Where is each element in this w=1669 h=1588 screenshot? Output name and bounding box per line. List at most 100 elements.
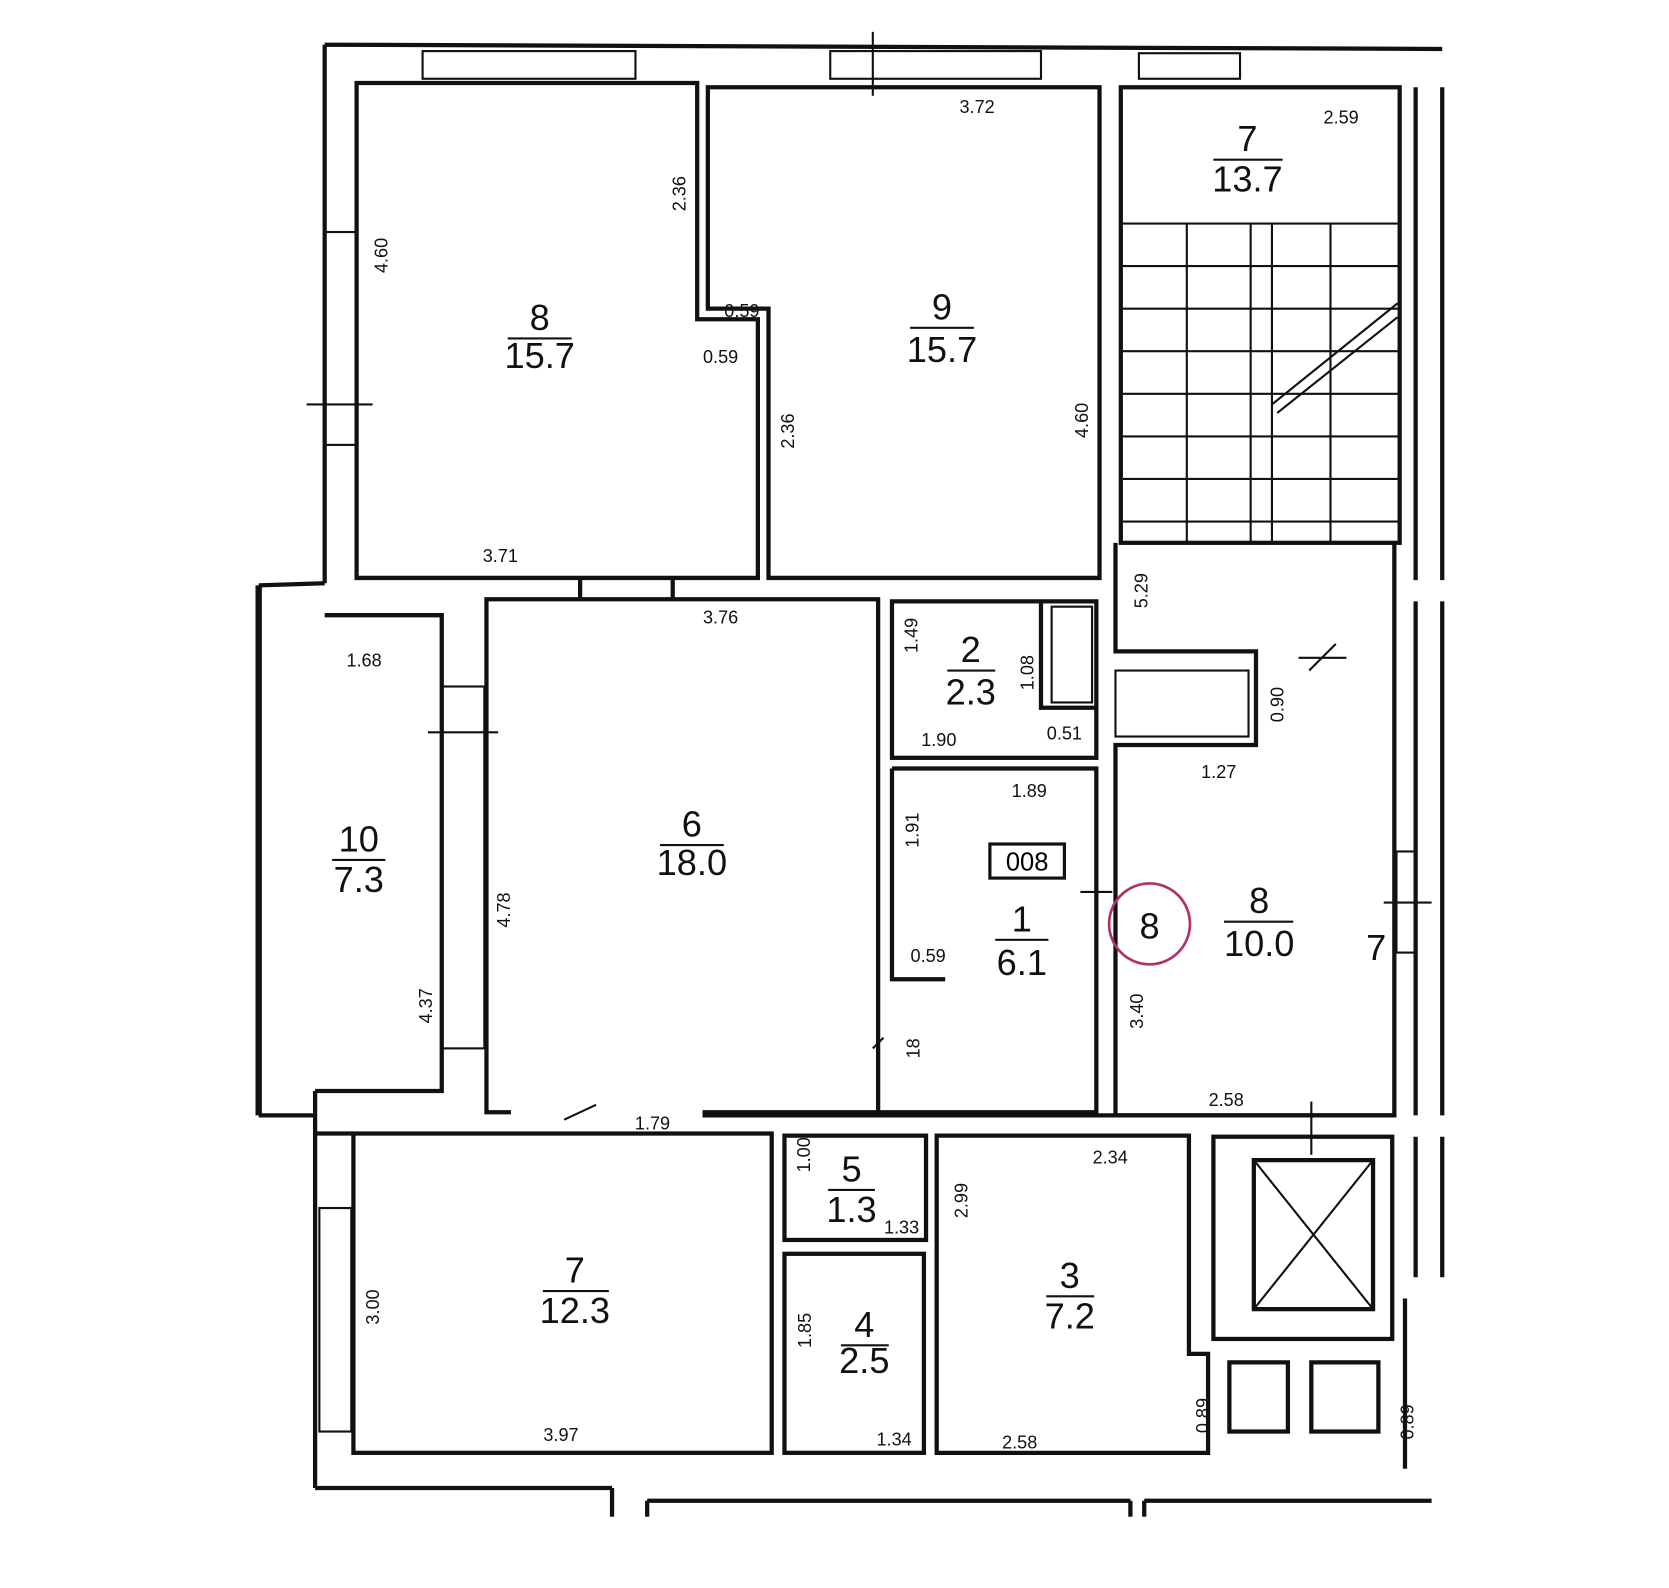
room-text: 7 [1237,118,1257,159]
wall-line [1308,643,1337,672]
room-label: 810.0 [1224,880,1294,964]
room-text: 12.3 [540,1290,610,1331]
wall-line [1114,669,1250,738]
dimension-label: 1.33 [884,1218,919,1238]
room-text: 5 [841,1148,861,1189]
dimension-label: 1.00 [794,1137,814,1172]
wall-line [1122,222,1399,543]
wall-line [484,597,581,1115]
dimension-label: 4.78 [494,892,514,927]
dimension-label: 5.29 [1131,573,1151,608]
dimension-label: 18 [904,1038,924,1058]
room-labels: 815.7 915.7 713.7 22.3 107.3 618.0 16.1 … [332,118,1294,1381]
wall-line [440,685,486,1050]
dimension-label: 3.40 [1127,994,1147,1029]
room-text: 4 [854,1304,874,1345]
dimension-label: 2.36 [778,413,798,448]
dimension-label: 0.59 [911,946,946,966]
dimension-label: 3.76 [703,608,738,628]
dimension-label: 1.79 [635,1113,670,1133]
dimension-label: 1.68 [346,650,381,670]
wall-line [889,599,1099,760]
room-text: 15.7 [504,335,574,376]
dimension-label: 0.59 [724,301,759,321]
room-label: 815.7 [504,297,574,376]
room-text: 3 [1060,1255,1080,1296]
wall-line [351,1131,774,1455]
room-text: 8 [1249,880,1269,921]
dimension-label: 4.60 [371,238,391,273]
unit-code: 008 [1006,849,1049,877]
dimension-label: 3.97 [543,1425,578,1445]
room-text: 6.1 [997,942,1047,983]
wall-line [324,42,1443,52]
room-label: 51.3 [826,1148,876,1229]
wall-line [1276,316,1399,414]
wall-line [829,50,1043,80]
room-label: 42.5 [839,1304,889,1381]
room-text: 13.7 [1212,159,1282,200]
dimension-label: 0.59 [703,347,738,367]
dimension-label: 2.59 [1324,107,1359,127]
wall-line [1038,601,1097,710]
dimension-label: 2.58 [1209,1090,1244,1110]
wall-line [1113,542,1397,1118]
room-text: 2.3 [946,672,996,713]
unit-code-box [988,842,1066,880]
wall-line [354,80,760,581]
wall-line [1211,1134,1395,1342]
dimension-label: 2.34 [1093,1147,1128,1167]
wall-line [421,50,637,80]
room-text: 18.0 [657,842,727,883]
room-label: 37.2 [1045,1255,1095,1336]
room-text: 8 [530,297,550,338]
walls [255,31,1445,1517]
wall-line [1137,52,1242,80]
room-label: 713.7 [1212,118,1282,199]
wall-line [705,85,1102,581]
dimension-label: 3.00 [363,1289,383,1324]
dimension-label: 1.27 [1201,762,1236,782]
wall-line [872,1036,885,1050]
room-label: 712.3 [540,1250,610,1331]
room-label: 618.0 [657,804,727,883]
apartment-marker-circle [1107,882,1192,966]
room-label: 22.3 [946,629,996,713]
wall-line [1253,1159,1374,1310]
wall-line [323,230,358,446]
dimension-label: 3.72 [960,97,995,117]
apartment-marker: 8 [1139,906,1159,947]
dimension-label: 0.90 [1268,687,1288,722]
wall-line [1251,1158,1376,1312]
wall-line [1227,1360,1291,1434]
room-label: 16.1 [995,898,1049,983]
wall-line [563,1103,597,1121]
dimension-label: 2.58 [1002,1433,1037,1453]
room-text: 15.7 [907,329,977,370]
stair-label: 7 [1366,927,1386,968]
wall-line [934,1133,1211,1455]
wall-line [782,1251,927,1455]
room-text: 10 [339,818,379,859]
room-label: 107.3 [332,818,386,900]
room-text: 9 [932,286,952,327]
room-text: 2 [961,629,981,670]
room-text: 7.2 [1045,1295,1095,1336]
dimension-label: 1.91 [903,813,923,848]
dimension-label: 4.37 [416,988,436,1023]
room-text: 10.0 [1224,923,1294,964]
dimension-label: 1.08 [1018,655,1038,690]
room-text: 7 [565,1250,585,1291]
wall-line [782,1133,929,1243]
room-text: 1.3 [826,1189,876,1230]
dimension-label: 0.51 [1047,724,1082,744]
wall-line [889,768,946,982]
room-text: 2.5 [839,1340,889,1381]
wall-line [258,581,325,588]
dimension-label: 0.89 [1193,1398,1213,1433]
dimension-label: 1.90 [921,730,956,750]
wall-line [580,597,881,1115]
wall-line [878,766,1099,1115]
room-text: 1 [1012,898,1032,939]
